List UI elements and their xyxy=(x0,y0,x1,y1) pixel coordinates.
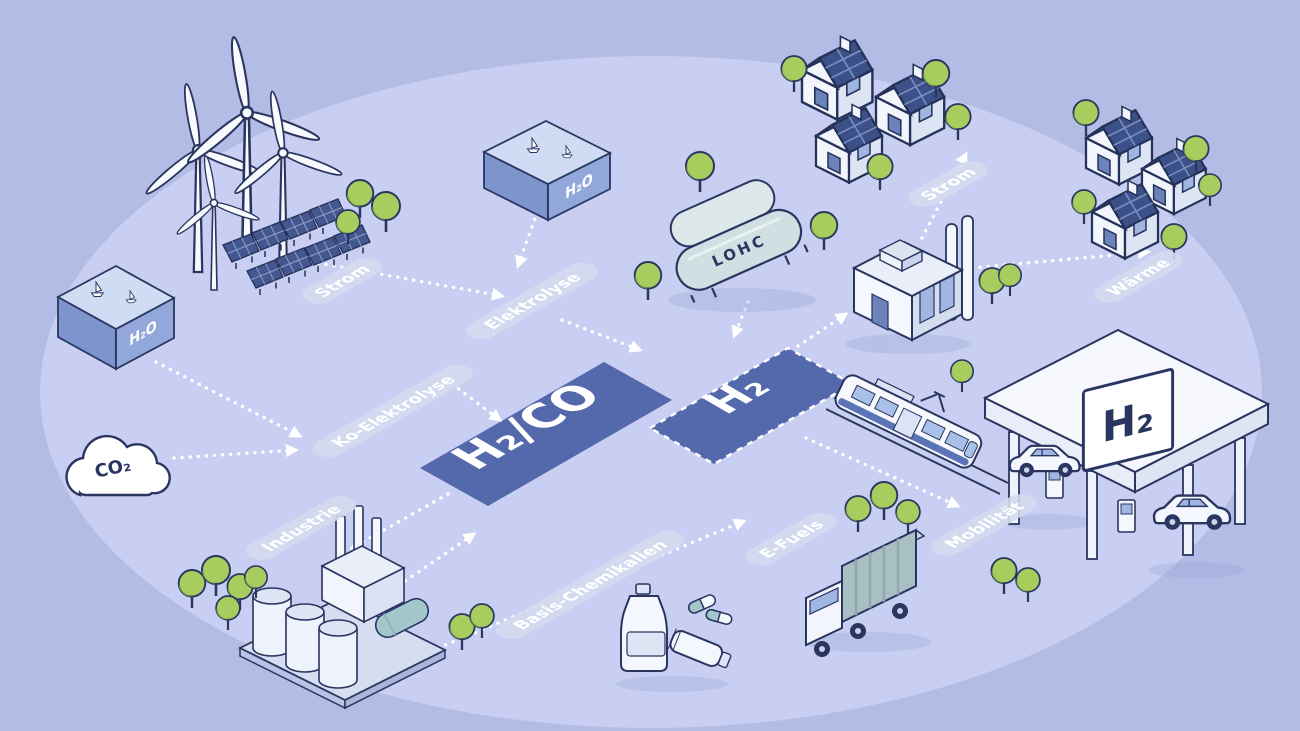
chemical-products xyxy=(620,583,733,672)
arrow-strom-elektrolyse xyxy=(300,258,505,301)
connector-arrows xyxy=(154,151,1151,650)
water-basin-top: H₂O xyxy=(481,119,613,222)
fuel-cell-plant xyxy=(851,215,974,342)
shadows xyxy=(616,288,1244,692)
arrow-industrie-h2co xyxy=(390,532,477,592)
tram xyxy=(834,374,983,469)
gas-tank-icon xyxy=(374,597,430,639)
arrow-h2-mobilitaet xyxy=(804,436,961,508)
h2-fueling-station: H₂ xyxy=(982,328,1271,560)
lohc-storage-tanks: LOHC xyxy=(669,179,809,303)
storage-tank-icon xyxy=(252,587,358,689)
arrow-water-left-ko xyxy=(154,360,303,438)
arrow-ko-h2co xyxy=(450,382,503,422)
truck xyxy=(805,528,926,657)
arrow-h2-fuelcell xyxy=(796,312,849,348)
co2-cloud: CO₂ xyxy=(65,434,171,497)
bottle-icon xyxy=(620,583,668,672)
arrow-basis-chemikalien-efuels xyxy=(436,518,747,650)
industrial-plant xyxy=(237,505,448,710)
tube-icon xyxy=(667,628,732,669)
fuel-dispenser-icon xyxy=(1045,465,1136,533)
arrow-elektrolyse-h2 xyxy=(560,318,643,353)
pill-capsules-icon xyxy=(687,594,733,625)
water-basin-left: H₂O xyxy=(56,264,176,371)
arrow-water-top-elektrolyse xyxy=(515,202,542,269)
arrow-h2co-industrie xyxy=(349,492,450,550)
h2-station-sign: H₂ xyxy=(1081,368,1175,472)
